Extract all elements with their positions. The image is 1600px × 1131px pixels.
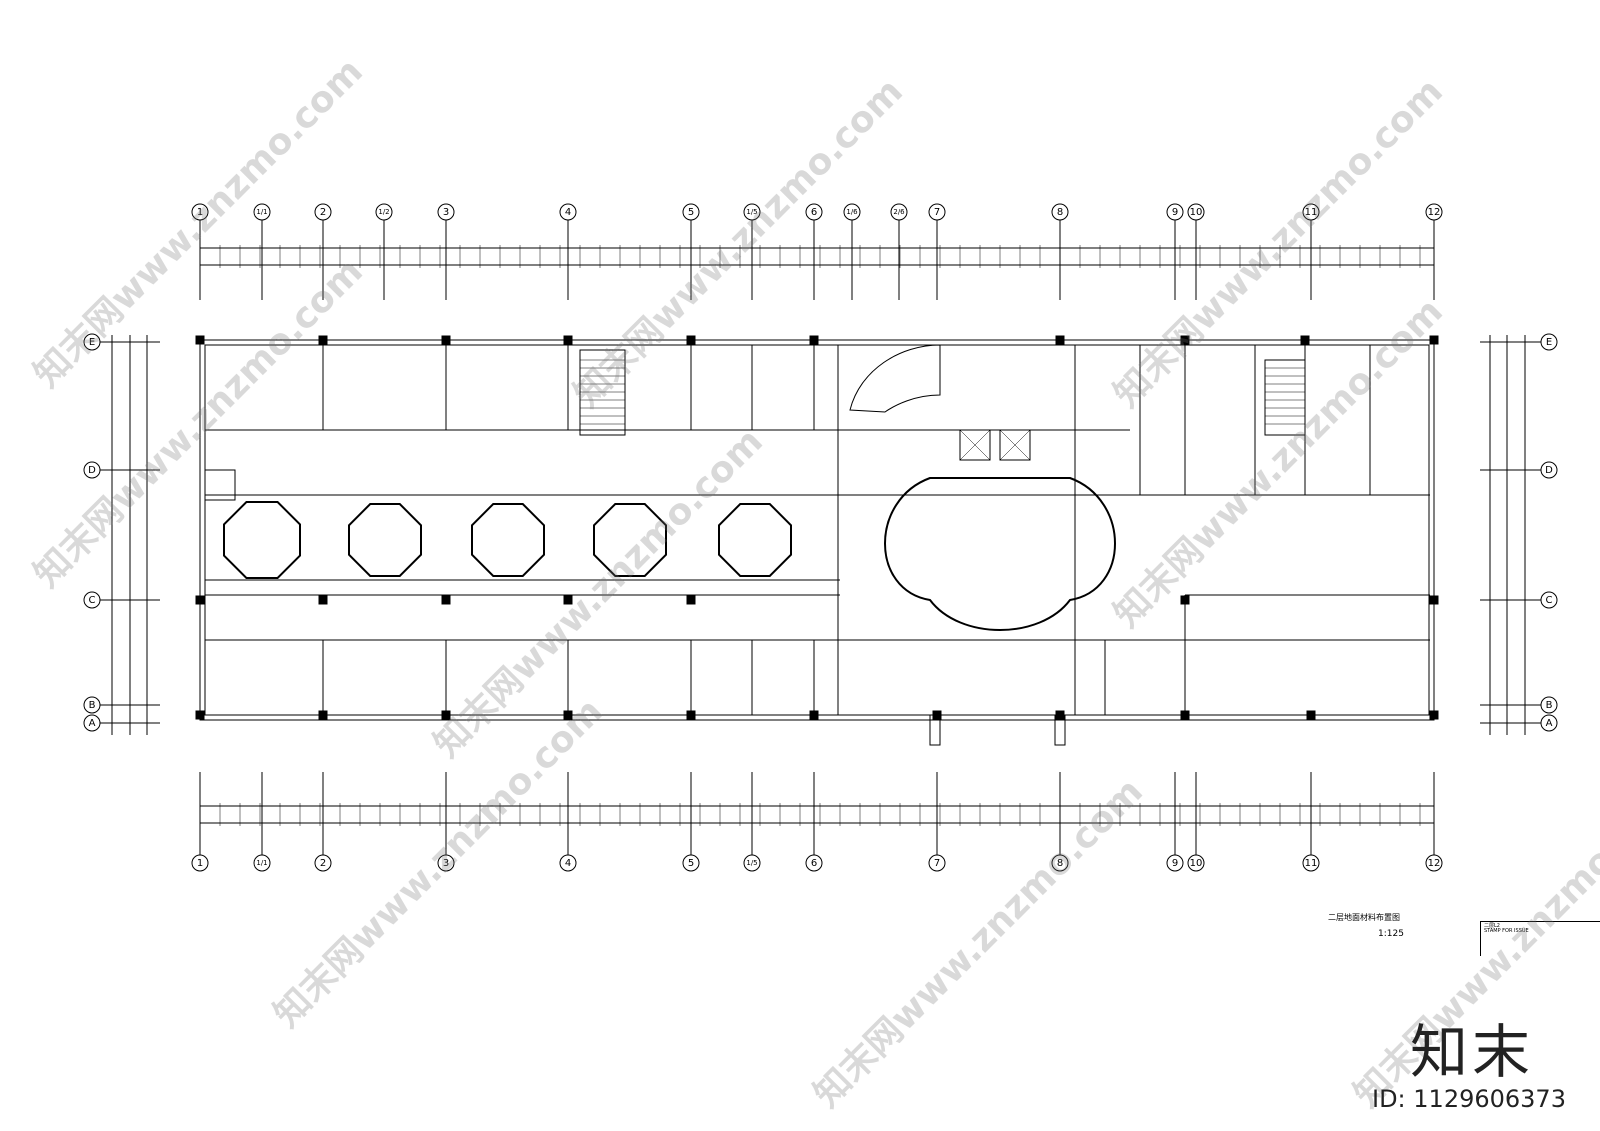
grid-label-top: 10	[1190, 207, 1203, 218]
structural-column	[1429, 335, 1439, 345]
structural-column	[195, 335, 205, 345]
grid-label-top: 1/1	[256, 208, 267, 216]
grid-label-top: 2/6	[893, 208, 905, 216]
structural-column	[686, 595, 696, 605]
structural-column	[1429, 710, 1439, 720]
entrance-post	[929, 714, 941, 746]
grid-label-left: D	[88, 465, 96, 476]
drawing-title: 二层地面材料布置图	[1328, 913, 1400, 922]
structural-column	[1306, 710, 1316, 720]
octagon-room	[718, 503, 792, 577]
structural-column	[441, 335, 451, 345]
elevator-shaft	[204, 469, 236, 501]
stair-well	[1264, 359, 1306, 436]
grid-label-top: 5	[688, 207, 694, 218]
grid-label-top: 11	[1305, 207, 1318, 218]
grid-label-bottom: 8	[1057, 858, 1063, 869]
grid-label-left: B	[89, 700, 96, 711]
grid-label-bottom: 12	[1428, 858, 1441, 869]
stamp-label: 二层L2	[1484, 923, 1500, 929]
grid-label-right: B	[1546, 700, 1553, 711]
grid-label-bottom: 1	[197, 858, 203, 869]
structural-column	[195, 595, 205, 605]
entrance-post	[1054, 714, 1066, 746]
grid-label-top: 1/2	[378, 208, 389, 216]
octagon-room	[593, 503, 667, 577]
grid-label-bottom: 4	[565, 858, 571, 869]
stamp-issue-label: STAMP FOR ISSUE	[1484, 928, 1529, 934]
structural-column	[1180, 335, 1190, 345]
grid-label-top: 12	[1428, 207, 1441, 218]
structural-column	[809, 335, 819, 345]
grid-label-bottom: 6	[811, 858, 817, 869]
spiral-stair	[849, 344, 941, 413]
stair-well	[579, 349, 626, 436]
structural-column	[809, 710, 819, 720]
grid-label-top: 8	[1057, 207, 1063, 218]
grid-label-bottom: 1/5	[746, 859, 757, 867]
drawing-scale: 1:125	[1378, 929, 1404, 939]
grid-label-bottom: 1/1	[256, 859, 267, 867]
elevator-cross	[959, 429, 991, 461]
grid-label-top: 1/5	[746, 208, 757, 216]
octagon-room	[348, 503, 422, 577]
structural-column	[1180, 710, 1190, 720]
grid-label-bottom: 11	[1305, 858, 1318, 869]
grid-label-bottom: 2	[320, 858, 326, 869]
brand-id: ID: 1129606373	[1372, 1085, 1566, 1113]
structural-column	[686, 710, 696, 720]
structural-column	[318, 595, 328, 605]
grid-label-left: C	[89, 595, 96, 606]
grid-label-top: 1/6	[846, 208, 858, 216]
grid-label-right: D	[1545, 465, 1553, 476]
structural-column	[441, 710, 451, 720]
elevator-cross	[999, 429, 1031, 461]
structural-column	[563, 595, 573, 605]
grid-label-right: A	[1546, 718, 1553, 729]
grid-label-bottom: 10	[1190, 858, 1203, 869]
grid-label-right: E	[1546, 337, 1552, 348]
structural-column	[318, 335, 328, 345]
grid-label-top: 4	[565, 207, 571, 218]
structural-column	[441, 595, 451, 605]
grid-label-bottom: 7	[934, 858, 940, 869]
oval-lobby	[884, 477, 1116, 631]
grid-label-top: 2	[320, 207, 326, 218]
structural-column	[1055, 335, 1065, 345]
structural-column	[563, 710, 573, 720]
grid-label-bottom: 5	[688, 858, 694, 869]
grid-label-bottom: 9	[1172, 858, 1178, 869]
structural-column	[1300, 335, 1310, 345]
octagon-room	[471, 503, 545, 577]
structural-column	[318, 710, 328, 720]
grid-label-left: A	[89, 718, 96, 729]
stamp-box	[1480, 921, 1600, 956]
structural-column	[686, 335, 696, 345]
elevator-shaft	[999, 429, 1031, 461]
structural-column	[1180, 595, 1190, 605]
building-inner-outline	[204, 344, 1430, 716]
grid-label-right: C	[1546, 595, 1553, 606]
grid-label-top: 1	[197, 207, 203, 218]
brand-logo: 知末	[1410, 1018, 1535, 1086]
grid-label-top: 7	[934, 207, 940, 218]
building-outline	[199, 339, 1435, 721]
elevator-shaft	[959, 429, 991, 461]
grid-label-top: 3	[443, 207, 449, 218]
grid-label-top: 9	[1172, 207, 1178, 218]
structural-column	[195, 710, 205, 720]
structural-column	[563, 335, 573, 345]
grid-label-top: 6	[811, 207, 817, 218]
octagon-room	[223, 501, 301, 579]
structural-column	[1429, 595, 1439, 605]
grid-label-left: E	[89, 337, 95, 348]
grid-label-bottom: 3	[443, 858, 449, 869]
